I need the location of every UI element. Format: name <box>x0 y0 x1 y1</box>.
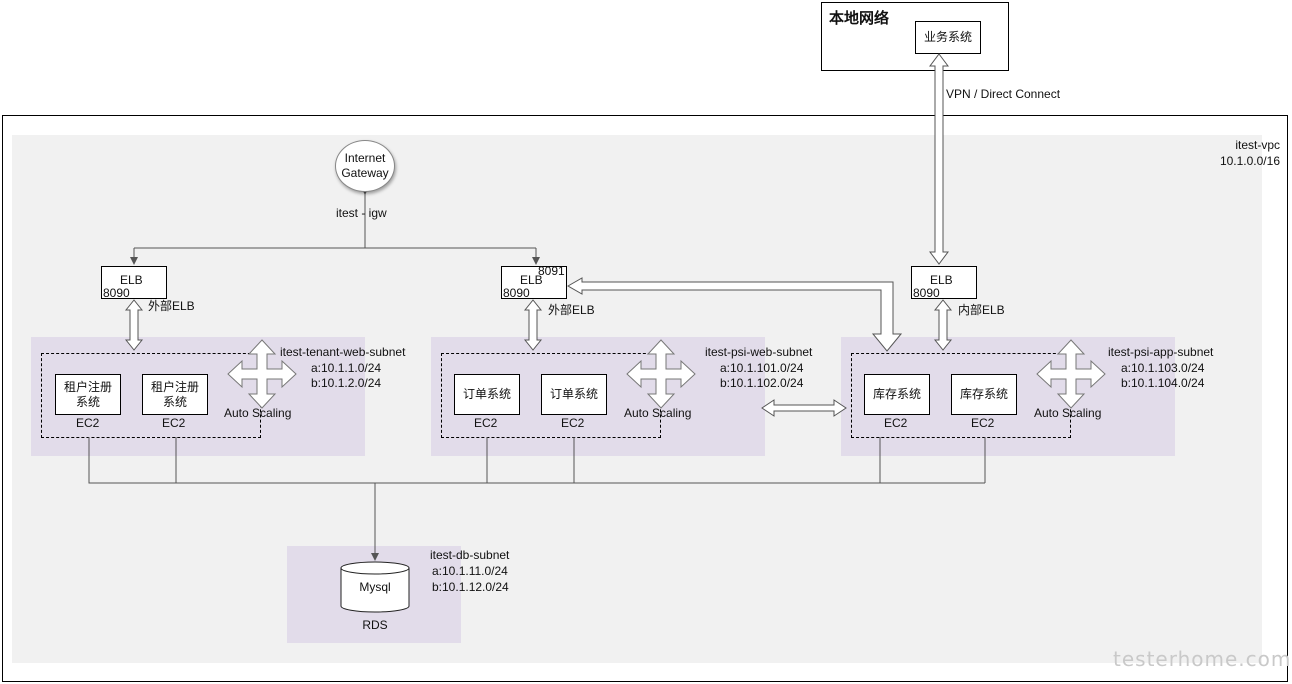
psi-app-node-2: 库存系统 <box>951 374 1017 415</box>
tenant-elb: ELB 8090 <box>101 266 167 300</box>
tenant-node-2: 租户注册 系统 <box>142 374 208 415</box>
psi-web-elb-arrow <box>523 299 543 351</box>
local-network-title: 本地网络 <box>829 10 890 27</box>
psi-web-node-2-type: EC2 <box>561 416 585 430</box>
psi-app-node-1: 库存系统 <box>864 374 930 415</box>
auto-scaling-icon-psi-app <box>1036 339 1106 409</box>
auto-scaling-icon-tenant <box>227 339 297 409</box>
psi-app-node-1-type: EC2 <box>884 416 908 430</box>
watermark: testerhome.com <box>1113 647 1292 671</box>
tenant-elb-port: 8090 <box>103 286 130 300</box>
local-network-box: 本地网络 业务系统 <box>821 2 1009 71</box>
internet-gateway-icon: Internet Gateway <box>335 140 395 192</box>
db-subnet-cidr-b: b:10.1.12.0/24 <box>432 580 509 594</box>
psi-app-elb-note: 内部ELB <box>958 303 1005 317</box>
mysql-cylinder-icon <box>340 561 410 613</box>
vpn-link-arrow <box>929 53 949 265</box>
psi-app-elb-arrow <box>933 299 953 351</box>
psi-app-subnet-cidr-b: b:10.1.104.0/24 <box>1121 376 1205 390</box>
psi-web-elb-port: 8090 <box>503 286 530 300</box>
tenant-node-2-type: EC2 <box>162 416 186 430</box>
ec2-bus <box>88 437 985 484</box>
psi-web-elb-port2: 8091 <box>538 264 565 278</box>
db-subnet-cidr-a: a:10.1.11.0/24 <box>432 564 508 578</box>
business-system-node: 业务系统 <box>915 21 981 54</box>
psi-web-node-1: 订单系统 <box>454 374 520 415</box>
tenant-node-1: 租户注册 系统 <box>55 374 121 415</box>
psi-web-subnet-cidr-b: b:10.1.102.0/24 <box>720 376 804 390</box>
psi-web-subnet-cidr-a: a:10.1.101.0/24 <box>720 361 804 375</box>
db-subnet-name: itest-db-subnet <box>430 548 510 562</box>
tenant-elb-arrow <box>124 299 144 351</box>
psi-web-subnet-name: itest-psi-web-subnet <box>705 345 813 359</box>
psi-web-elb-note: 外部ELB <box>548 303 595 317</box>
tenant-elb-note: 外部ELB <box>148 299 195 313</box>
psi-web-node-1-type: EC2 <box>474 416 498 430</box>
tenant-auto-scaling-label: Auto Scaling <box>224 406 292 420</box>
vpc-cidr: 10.1.0.0/16 <box>1219 154 1280 168</box>
psi-web-elb: ELB 8091 8090 <box>501 264 567 300</box>
psi-app-subnet-name: itest-psi-app-subnet <box>1108 345 1214 359</box>
tenant-node-1-type: EC2 <box>76 416 100 430</box>
tenant-subnet-cidr-a: a:10.1.1.0/24 <box>311 361 382 375</box>
psi-app-elb-port: 8090 <box>913 286 940 300</box>
rds-label: RDS <box>362 618 388 632</box>
auto-scaling-icon-psi-web <box>626 339 696 409</box>
psi-web-auto-scaling-label: Auto Scaling <box>624 406 692 420</box>
igw-label: Internet Gateway <box>341 151 389 180</box>
mysql-label: Mysql <box>359 580 391 594</box>
tenant-subnet-cidr-b: b:10.1.2.0/24 <box>311 376 382 390</box>
psi-web-node-2: 订单系统 <box>541 374 607 415</box>
psi-app-subnet-cidr-a: a:10.1.103.0/24 <box>1121 361 1205 375</box>
web-to-app-arrow <box>761 399 847 417</box>
psi-app-auto-scaling-label: Auto Scaling <box>1034 406 1102 420</box>
vpn-label: VPN / Direct Connect <box>946 87 1061 101</box>
igw-name: itest - igw <box>336 206 387 220</box>
tenant-subnet-name: itest-tenant-web-subnet <box>280 345 406 359</box>
vpc-name: itest-vpc <box>1235 138 1280 152</box>
app-to-web-elb-arrow <box>566 277 903 352</box>
psi-app-node-2-type: EC2 <box>971 416 995 430</box>
psi-app-elb: ELB 8090 <box>911 266 977 300</box>
